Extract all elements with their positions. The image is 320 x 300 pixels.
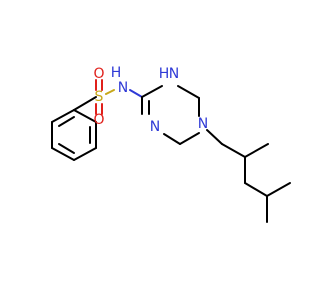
s-n-bond (105, 89, 115, 95)
structure-svg: O S O H N H N N N (51, 65, 291, 223)
oxygen-bottom-label: O (93, 112, 104, 128)
bond (141, 85, 163, 98)
bond (221, 143, 246, 158)
bond (73, 96, 97, 111)
sulfonyl-bonds (95, 79, 115, 115)
aromatic-double-bond (58, 116, 75, 127)
oxygen-top-label: O (93, 66, 104, 82)
bond (73, 147, 97, 161)
molecule-diagram: O S O H N H N N N (51, 65, 291, 223)
ring-imine-n-label: N (150, 119, 160, 135)
bond (206, 129, 223, 145)
ring-nh-h-label: H (159, 66, 170, 82)
isopentyl-chain (206, 129, 291, 223)
bond (51, 109, 75, 123)
sulfonamide-h-label: H (111, 65, 122, 81)
sulfonamide-n-label: N (118, 80, 128, 96)
sulfur-label: S (95, 89, 104, 105)
bond (177, 85, 200, 99)
triazine-ring (141, 85, 200, 145)
bond (163, 133, 181, 145)
bond (266, 182, 291, 197)
bond (179, 132, 200, 145)
bond (51, 147, 75, 161)
bond (73, 109, 97, 123)
bond (244, 143, 269, 158)
ring-tertiary-n-label: N (198, 116, 208, 132)
bond (244, 182, 268, 197)
ring-nh-n-label: N (169, 66, 179, 82)
n-c-bond (129, 89, 143, 98)
aromatic-double-bond (58, 143, 75, 154)
benzene-ring (51, 109, 97, 161)
